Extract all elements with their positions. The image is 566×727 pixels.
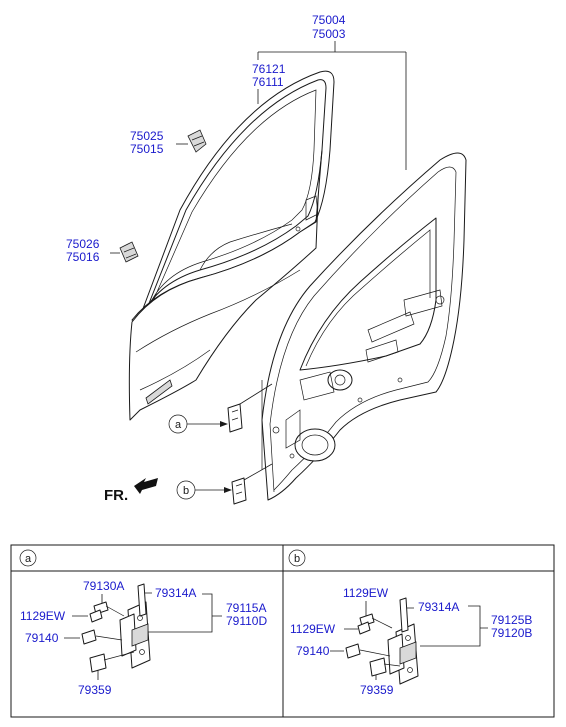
callout-a-arrow xyxy=(220,421,228,427)
detail-b-leaders xyxy=(330,601,488,680)
label-door-assy-bottom[interactable]: 75003 xyxy=(312,27,346,41)
detail-b-hinge-top-label[interactable]: 79125B xyxy=(491,613,532,627)
label-lower-clip-bottom[interactable]: 75016 xyxy=(66,250,100,264)
detail-table xyxy=(10,544,555,718)
detail-a-bolt-bottom-label[interactable]: 79359 xyxy=(78,683,112,697)
label-weatherstrip-top[interactable]: 76121 xyxy=(252,62,286,76)
callout-b-letter: b xyxy=(183,485,189,497)
detail-a-hinge xyxy=(81,583,151,673)
door-outer-panel xyxy=(128,149,323,421)
front-marker-label: FR. xyxy=(104,487,128,504)
detail-b-header-circle xyxy=(288,549,306,567)
leader-door-assy xyxy=(257,41,407,170)
callout-b-arrow xyxy=(224,487,232,493)
detail-b-bolt-mid-label[interactable]: 79140 xyxy=(296,644,330,658)
detail-a-header: a xyxy=(25,553,32,565)
detail-b-hinge xyxy=(345,597,419,685)
label-upper-clip-bottom[interactable]: 75015 xyxy=(130,142,164,156)
detail-a-pin-label[interactable]: 79314A xyxy=(155,586,196,600)
label-door-assy-top[interactable]: 75004 xyxy=(312,13,346,27)
upper-clip xyxy=(187,129,207,153)
lower-hinge-main xyxy=(231,463,273,505)
detail-a-header-circle xyxy=(19,549,37,567)
detail-b-hinge-bottom-label[interactable]: 79120B xyxy=(491,626,532,640)
label-lower-clip-top[interactable]: 75026 xyxy=(66,237,100,251)
detail-a-screw-label[interactable]: 1129EW xyxy=(20,609,66,623)
detail-b-bolt-bottom-label[interactable]: 79359 xyxy=(360,683,394,697)
detail-a-hinge-top-label[interactable]: 79115A xyxy=(226,601,266,615)
detail-a-hinge-bottom-label[interactable]: 79110D xyxy=(226,614,267,628)
callout-a-letter: a xyxy=(175,419,182,431)
label-weatherstrip-bottom[interactable]: 76111 xyxy=(252,75,284,89)
detail-a-bolt-top-label[interactable]: 79130A xyxy=(83,579,124,593)
lower-clip xyxy=(119,241,139,263)
detail-b-pin-label[interactable]: 79314A xyxy=(418,600,459,614)
upper-hinge-main xyxy=(227,383,273,433)
front-marker-arrow-icon xyxy=(134,478,158,494)
detail-b-screw-mid-label[interactable]: 1129EW xyxy=(290,622,336,636)
door-inner-panel xyxy=(261,152,467,501)
detail-b-header: b xyxy=(294,553,300,565)
label-upper-clip-top[interactable]: 75025 xyxy=(130,129,164,143)
detail-b-screw-top-label[interactable]: 1129EW xyxy=(343,586,389,600)
detail-a-bolt-mid-label[interactable]: 79140 xyxy=(25,631,59,645)
